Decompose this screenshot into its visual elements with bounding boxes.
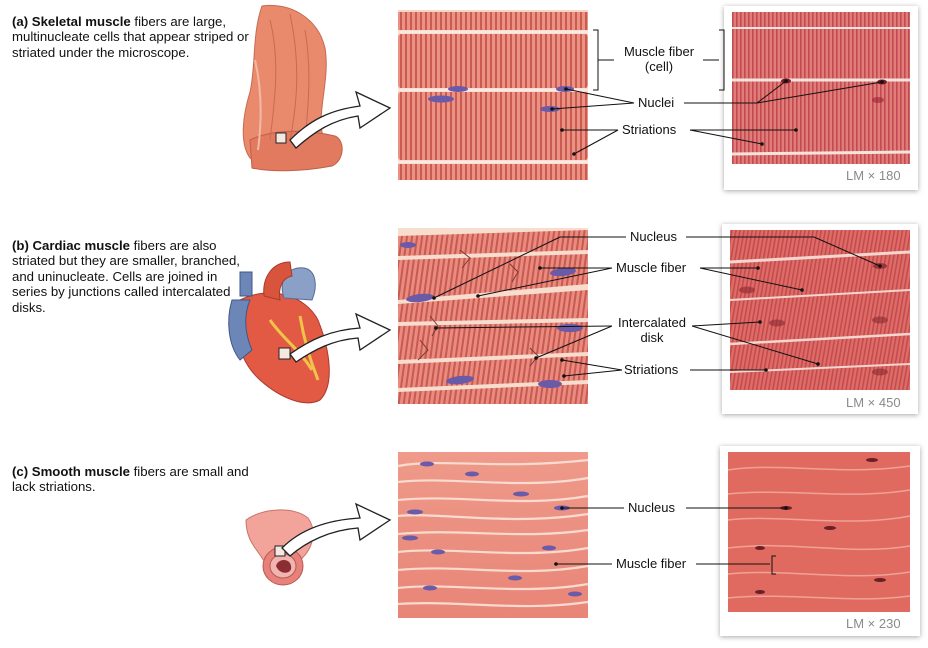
smooth-nucleus	[407, 509, 423, 515]
smooth-nucleus	[568, 591, 582, 597]
label-muscle-fiber-line1: Muscle fiber	[623, 44, 695, 59]
cardiac-nucleus	[446, 375, 474, 385]
smooth-muscle-drawing	[397, 452, 589, 618]
arrow-cardiac	[289, 312, 392, 363]
arrow-skeletal	[289, 90, 392, 149]
arrow-smooth	[281, 502, 392, 557]
cardiac-micrograph	[729, 230, 911, 390]
skeletal-micrograph	[731, 12, 911, 164]
label-muscle-fiber-smooth: Muscle fiber	[616, 556, 687, 571]
magnification-smooth: LM × 230	[846, 616, 901, 631]
cardiac-nucleus	[550, 267, 576, 277]
cardiac-description: (b) Cardiac muscle fibers are also stria…	[12, 238, 252, 315]
cardiac-nucleus	[538, 380, 562, 388]
label-nuclei: Nuclei	[638, 95, 675, 110]
cardiac-text: fibers are also striated but they are sm…	[12, 238, 240, 315]
intestine-illustration	[245, 509, 314, 586]
smooth-description: (c) Smooth muscle fibers are small and l…	[12, 464, 252, 495]
smooth-nucleus	[513, 491, 529, 497]
cardiac-nucleus	[406, 293, 434, 303]
skeletal-nucleus	[428, 95, 454, 103]
label-muscle-fiber-cell: Muscle fiber (cell)	[616, 44, 702, 74]
label-c: (c)	[12, 464, 32, 479]
smooth-nucleus	[420, 461, 434, 467]
smooth-micrograph	[727, 452, 911, 612]
label-striations-skeletal: Striations	[622, 122, 677, 137]
cardiac-title: Cardiac muscle	[32, 238, 131, 253]
smooth-nucleus	[465, 471, 479, 477]
label-intercalated-line1: Intercalated	[618, 315, 686, 330]
skeletal-muscle-drawing	[398, 10, 588, 180]
label-a: (a)	[12, 14, 32, 29]
cardiac-leader-lines	[433, 236, 881, 377]
smooth-nucleus	[542, 545, 556, 551]
skeletal-title: Skeletal muscle	[31, 14, 131, 29]
cardiac-nucleus	[400, 242, 416, 248]
magnification-cardiac: LM × 450	[846, 395, 901, 410]
label-striations-cardiac: Striations	[624, 362, 679, 377]
smooth-title: Smooth muscle	[31, 464, 130, 479]
label-muscle-fiber-line2: (cell)	[644, 59, 674, 74]
label-nucleus-cardiac: Nucleus	[630, 229, 677, 244]
skeletal-nucleus	[540, 106, 560, 112]
smooth-nucleus	[508, 575, 522, 581]
smooth-nucleus	[431, 549, 445, 555]
arm-illustration	[242, 4, 343, 172]
label-nucleus-smooth: Nucleus	[628, 500, 675, 515]
skeletal-description: (a) Skeletal muscle fibers are large, mu…	[12, 14, 252, 60]
label-b: (b)	[12, 238, 33, 253]
skeletal-nucleus	[448, 86, 468, 92]
magnification-skeletal: LM × 180	[846, 168, 901, 183]
smooth-leader-lines	[556, 507, 786, 575]
smooth-text: fibers are small and lack striations.	[12, 464, 249, 495]
label-muscle-fiber-cardiac: Muscle fiber	[616, 260, 687, 275]
heart-illustration	[228, 261, 330, 404]
cardiac-muscle-drawing	[398, 228, 588, 404]
skeletal-text: fibers are large, multinucleate cells th…	[12, 14, 249, 60]
cardiac-nucleus	[557, 324, 583, 332]
smooth-nucleus	[423, 585, 437, 591]
smooth-nucleus	[402, 535, 418, 541]
skeletal-leader-lines	[551, 29, 883, 155]
label-intercalated-line2: disk	[640, 330, 664, 345]
label-intercalated-disk: Intercalated disk	[612, 315, 692, 345]
